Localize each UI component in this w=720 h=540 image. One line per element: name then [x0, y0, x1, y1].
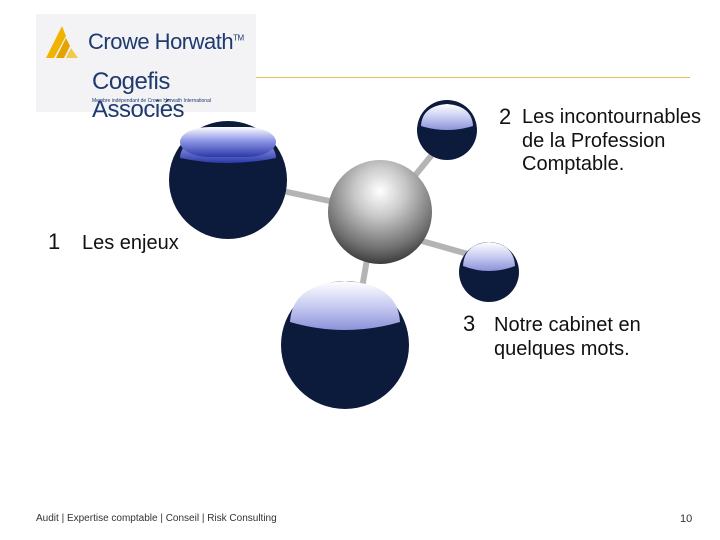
logo-brand-top: Crowe HorwathTM	[88, 29, 244, 54]
company-logo: Crowe HorwathTM Cogefis Associés Membre …	[36, 14, 256, 123]
item-1-number: 1	[48, 229, 61, 254]
item-1-label[interactable]: Les enjeux	[82, 232, 179, 254]
item-2-label[interactable]: Les incontournables de la Profession Com…	[522, 106, 702, 176]
item-3-label[interactable]: Notre cabinet en quelques mots.	[494, 314, 641, 360]
crowe-leaf-icon	[46, 26, 78, 58]
logo-trademark: TM	[233, 33, 244, 43]
page-number: 10	[680, 513, 693, 525]
logo-brand-bottom: Cogefis Associés	[92, 68, 185, 123]
sphere-large-bottom	[281, 281, 409, 409]
logo-top-row: Crowe HorwathTM	[44, 22, 244, 62]
item-2-number: 2	[499, 104, 512, 129]
item-3-number: 3	[463, 311, 476, 336]
logo-tagline: Membre indépendant de Crowe Horwath Inte…	[92, 98, 211, 104]
sphere-hub	[328, 160, 432, 264]
sphere-small-right	[459, 242, 519, 302]
footer-services: Audit | Expertise comptable | Conseil | …	[36, 513, 277, 524]
header-divider	[256, 77, 690, 78]
sphere-large-top-left	[169, 121, 287, 239]
sphere-small-top	[417, 100, 477, 160]
